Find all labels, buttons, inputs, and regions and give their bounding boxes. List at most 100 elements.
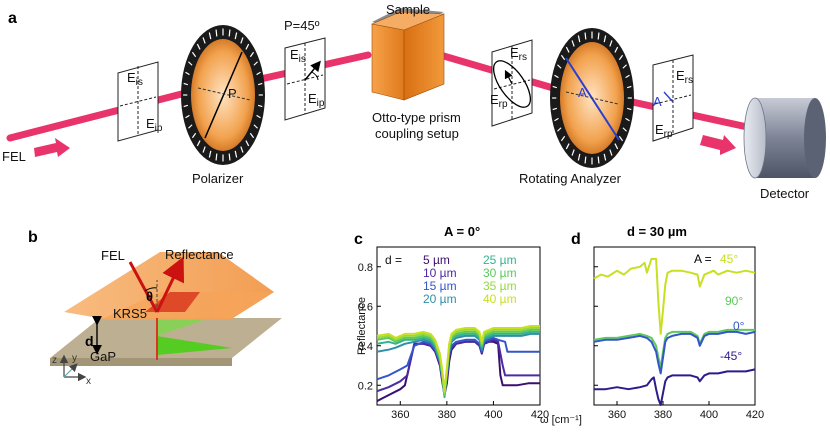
- wheel-tick: [597, 156, 600, 164]
- wheel-tick: [245, 140, 250, 147]
- e-is-label-1: Eis: [127, 70, 143, 88]
- series-label: 0°: [733, 319, 745, 333]
- wheel-tick: [554, 74, 559, 79]
- chart-d-title: d = 30 µm: [627, 224, 687, 239]
- wheel-tick: [188, 124, 193, 129]
- wheel-tick: [622, 127, 627, 132]
- wheel-tick: [557, 64, 562, 69]
- analyzer-label: Rotating Analyzer: [519, 171, 622, 186]
- y-tick-label: 0.6: [358, 301, 373, 313]
- series-line: [376, 325, 540, 393]
- analyzer-letter: A: [578, 85, 587, 100]
- series-line: [593, 328, 755, 369]
- wheel-tick: [249, 132, 255, 139]
- wheel-tick: [609, 40, 613, 47]
- wheel-tick: [256, 114, 261, 119]
- wheel-tick: [626, 107, 632, 111]
- wheel-tick: [560, 54, 566, 61]
- series-label: -45°: [720, 349, 742, 363]
- legend-prefix: A =: [694, 252, 712, 266]
- legend-entry: 35 µm: [483, 279, 517, 293]
- wheel-tick: [625, 74, 630, 79]
- wheel-tick: [208, 32, 212, 40]
- svg-text:z: z: [52, 355, 57, 366]
- y-tick-label: 0.8: [358, 262, 373, 274]
- fel-label: FEL: [2, 149, 26, 164]
- panel-label-a: a: [8, 10, 17, 27]
- legend-entry: 10 µm: [423, 266, 457, 280]
- wheel-tick: [196, 43, 201, 50]
- wheel-tick: [577, 153, 581, 161]
- analyzer-wheel: A: [550, 28, 634, 168]
- wheel-tick: [571, 149, 575, 156]
- e-rp-label-1: Erp: [490, 92, 508, 110]
- wheel-tick: [557, 127, 562, 132]
- wheel-tick: [183, 82, 189, 86]
- axes-triad-icon: z y x: [52, 353, 91, 387]
- wheel-tick: [609, 149, 613, 156]
- panel-label-c: c: [354, 231, 363, 248]
- shared-xlabel: ω [cm⁻¹]: [540, 414, 582, 426]
- series-line: [376, 336, 540, 391]
- polarized-frame: Eis Eip: [284, 37, 326, 121]
- series-label: 45°: [720, 252, 738, 266]
- wheel-tick: [256, 71, 261, 76]
- polarizer-label: Polarizer: [192, 171, 244, 186]
- wheel-tick: [202, 37, 206, 44]
- x-tick-label: 360: [391, 409, 409, 421]
- wheel-tick: [554, 117, 559, 122]
- analyzed-frame: A Ers Erp: [652, 54, 694, 142]
- wheel-tick: [603, 153, 607, 161]
- e-rs-label-1: Ers: [510, 45, 527, 63]
- wheel-tick: [240, 37, 244, 44]
- wheel-tick: [215, 29, 218, 37]
- sample-label: Sample: [386, 2, 430, 17]
- wheel-tick: [257, 82, 263, 86]
- reflected-beam: [155, 256, 185, 313]
- wheel-tick: [228, 153, 231, 161]
- input-polarization-frame: Eis Eip: [117, 61, 163, 142]
- legend-entry: 20 µm: [423, 292, 457, 306]
- wheel-tick: [245, 43, 250, 50]
- wheel-tick: [257, 104, 263, 108]
- svg-text:x: x: [86, 376, 91, 387]
- x-tick-label: 380: [438, 409, 456, 421]
- legend-entry: 15 µm: [423, 279, 457, 293]
- x-tick-label: 420: [746, 409, 764, 421]
- panel-label-b: b: [28, 229, 38, 246]
- wheel-tick: [577, 35, 581, 43]
- e-ip-label-2: Eip: [308, 91, 325, 109]
- wheel-tick: [188, 61, 193, 66]
- wheel-tick: [603, 35, 607, 43]
- gap-d-label: d: [85, 333, 94, 349]
- wheel-tick: [185, 71, 190, 76]
- y-tick-label: 0.2: [358, 380, 373, 392]
- krs5-label: KRS5: [113, 306, 147, 321]
- sample-prism: [370, 8, 445, 101]
- polarizer-wheel: P: [181, 25, 265, 165]
- wheel-tick: [565, 46, 570, 53]
- series-line: [593, 330, 756, 375]
- wheel-tick: [584, 156, 587, 164]
- legend-entry: 30 µm: [483, 266, 517, 280]
- wheel-tick: [552, 85, 558, 89]
- wheel-tick: [234, 32, 238, 40]
- x-tick-label: 400: [700, 409, 718, 421]
- wheel-tick: [208, 150, 212, 158]
- output-arrow-icon: [700, 135, 736, 155]
- fel-label-b: FEL: [101, 248, 125, 263]
- wheel-tick: [618, 135, 624, 142]
- wheel-tick: [234, 150, 238, 158]
- wheel-tick: [202, 146, 206, 153]
- svg-text:y: y: [72, 353, 77, 364]
- panel-a: a FEL Eis Eip P Polarizer: [2, 2, 826, 201]
- x-tick-label: 380: [654, 409, 672, 421]
- theta-label: θ: [146, 289, 153, 304]
- wheel-tick: [625, 117, 630, 122]
- series-label: 90°: [725, 294, 743, 308]
- polarizer-letter: P: [228, 86, 237, 101]
- wheel-tick: [191, 132, 197, 139]
